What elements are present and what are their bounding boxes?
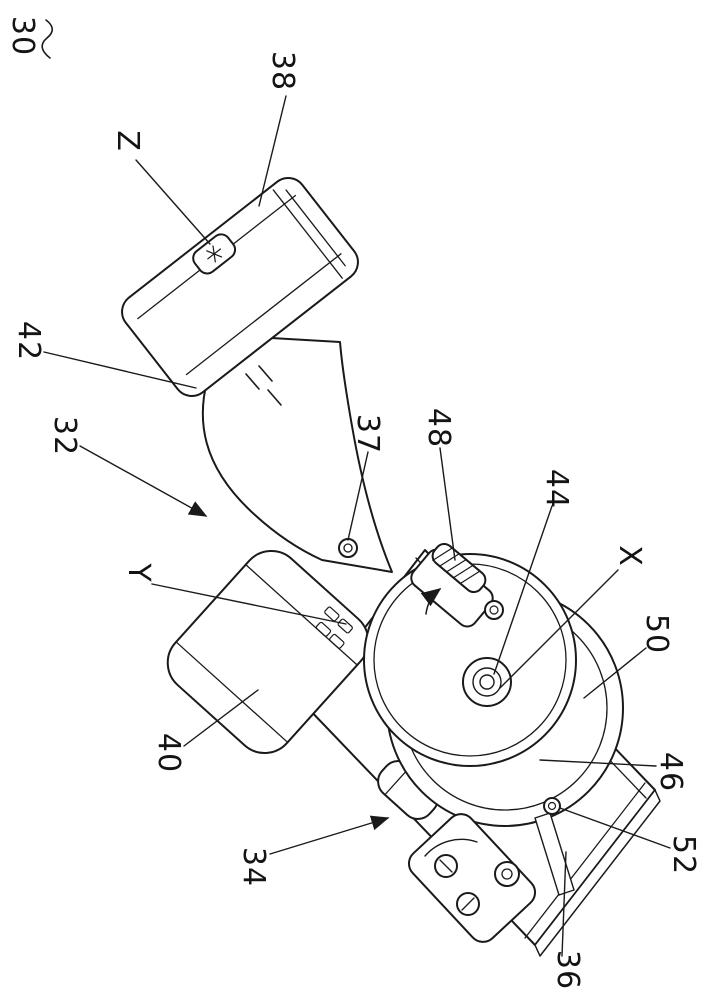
battery-release-button bbox=[192, 233, 237, 275]
handle-grip bbox=[201, 335, 393, 573]
boss-screw bbox=[484, 600, 504, 620]
leader-line-48 bbox=[439, 447, 456, 561]
battery-pack bbox=[121, 177, 359, 397]
plate-blade-slot bbox=[534, 812, 575, 896]
bracket-screw bbox=[494, 861, 520, 887]
leader-line-46 bbox=[539, 759, 657, 767]
leader-line-37 bbox=[347, 451, 369, 541]
figure-30-squiggle bbox=[41, 19, 54, 59]
leader-arrow-34 bbox=[269, 815, 390, 855]
ref-label-40: 40 bbox=[151, 732, 186, 774]
leader-line-44 bbox=[493, 505, 553, 675]
housing-screw-37 bbox=[338, 538, 358, 558]
ref-label-30: 30 bbox=[5, 15, 40, 57]
ref-label-32: 32 bbox=[47, 415, 82, 457]
arbor-bolt bbox=[462, 657, 512, 707]
leader-line-50 bbox=[583, 647, 647, 699]
ref-label-Y: Y bbox=[121, 563, 156, 583]
leader-line-Z bbox=[135, 159, 211, 245]
leader-line-X bbox=[499, 569, 619, 689]
ref-label-37: 37 bbox=[350, 413, 385, 455]
leader-line-Y bbox=[151, 583, 347, 625]
bevel-bracket bbox=[407, 813, 537, 943]
motor-housing bbox=[166, 550, 370, 754]
clamp-lever-48 bbox=[431, 542, 487, 594]
leader-lines bbox=[43, 95, 671, 957]
ref-label-44: 44 bbox=[539, 468, 574, 510]
blade-guard bbox=[363, 542, 577, 767]
ref-label-34: 34 bbox=[236, 846, 271, 888]
plate-pin-52 bbox=[543, 797, 561, 815]
rotation-arrow bbox=[420, 588, 442, 615]
bracket-screw bbox=[434, 854, 458, 878]
ref-label-46: 46 bbox=[653, 751, 688, 793]
leader-line-52 bbox=[559, 807, 671, 849]
leader-line-38 bbox=[258, 95, 287, 207]
leader-line-40 bbox=[183, 689, 259, 747]
leader-line-36 bbox=[561, 851, 567, 957]
bracket-screw bbox=[456, 892, 480, 916]
leader-line-42 bbox=[43, 351, 197, 389]
ref-label-Z: Z bbox=[110, 130, 145, 152]
ref-label-48: 48 bbox=[421, 407, 456, 449]
ref-label-52: 52 bbox=[666, 834, 701, 876]
ref-label-X: X bbox=[612, 545, 647, 567]
ref-label-36: 36 bbox=[550, 949, 585, 991]
ref-label-50: 50 bbox=[639, 613, 674, 655]
ref-label-38: 38 bbox=[265, 50, 300, 92]
ref-label-42: 42 bbox=[11, 320, 46, 362]
leader-arrow-32 bbox=[79, 445, 208, 517]
